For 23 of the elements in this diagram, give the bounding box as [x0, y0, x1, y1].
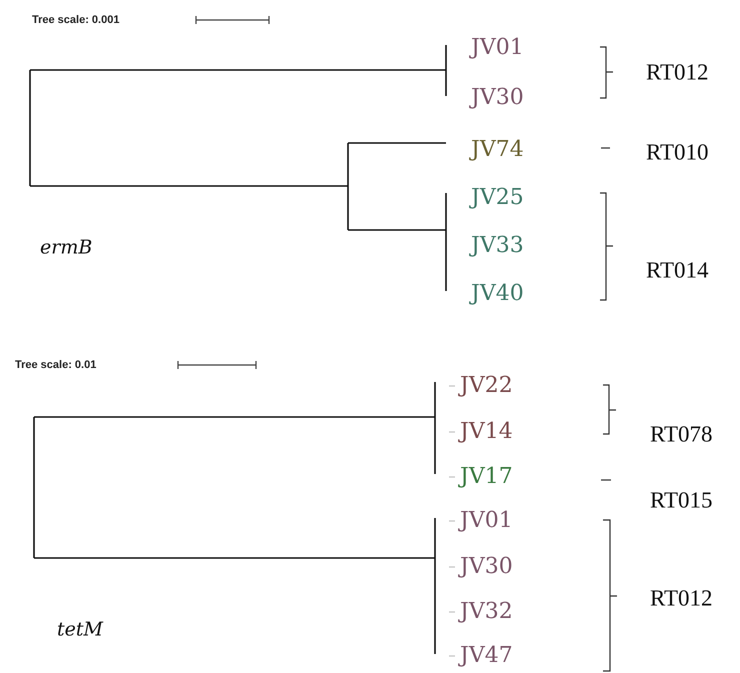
ribotype-label: RT078 [650, 421, 713, 447]
leaf-label: JV22 [460, 374, 513, 398]
leaf-label: JV30 [460, 554, 513, 580]
ribotype-label: RT015 [650, 487, 713, 513]
gene-label: ermB [40, 238, 92, 258]
ribotype-label: RT010 [646, 139, 709, 165]
leaf-label: JV01 [471, 36, 524, 60]
leaf-label: JV14 [460, 420, 513, 444]
leaf-label: JV25 [471, 186, 524, 210]
leaf-label: JV40 [471, 282, 524, 306]
leaf-label: JV74 [471, 138, 524, 162]
leaf-label: JV32 [460, 600, 513, 624]
scale-label: Tree scale: 0.01 [15, 358, 96, 372]
leaf-label: JV01 [460, 508, 513, 534]
leaf-label: JV47 [460, 644, 513, 668]
ribotype-label: RT012 [650, 585, 713, 611]
scale-label: Tree scale: 0.001 [32, 14, 120, 26]
ribotype-label: RT012 [646, 59, 709, 85]
ribotype-label: RT014 [646, 257, 709, 283]
gene-label: tetM [57, 620, 103, 640]
leaf-label: JV30 [471, 86, 524, 110]
leaf-label: JV17 [460, 464, 513, 490]
leaf-label: JV33 [471, 234, 524, 258]
